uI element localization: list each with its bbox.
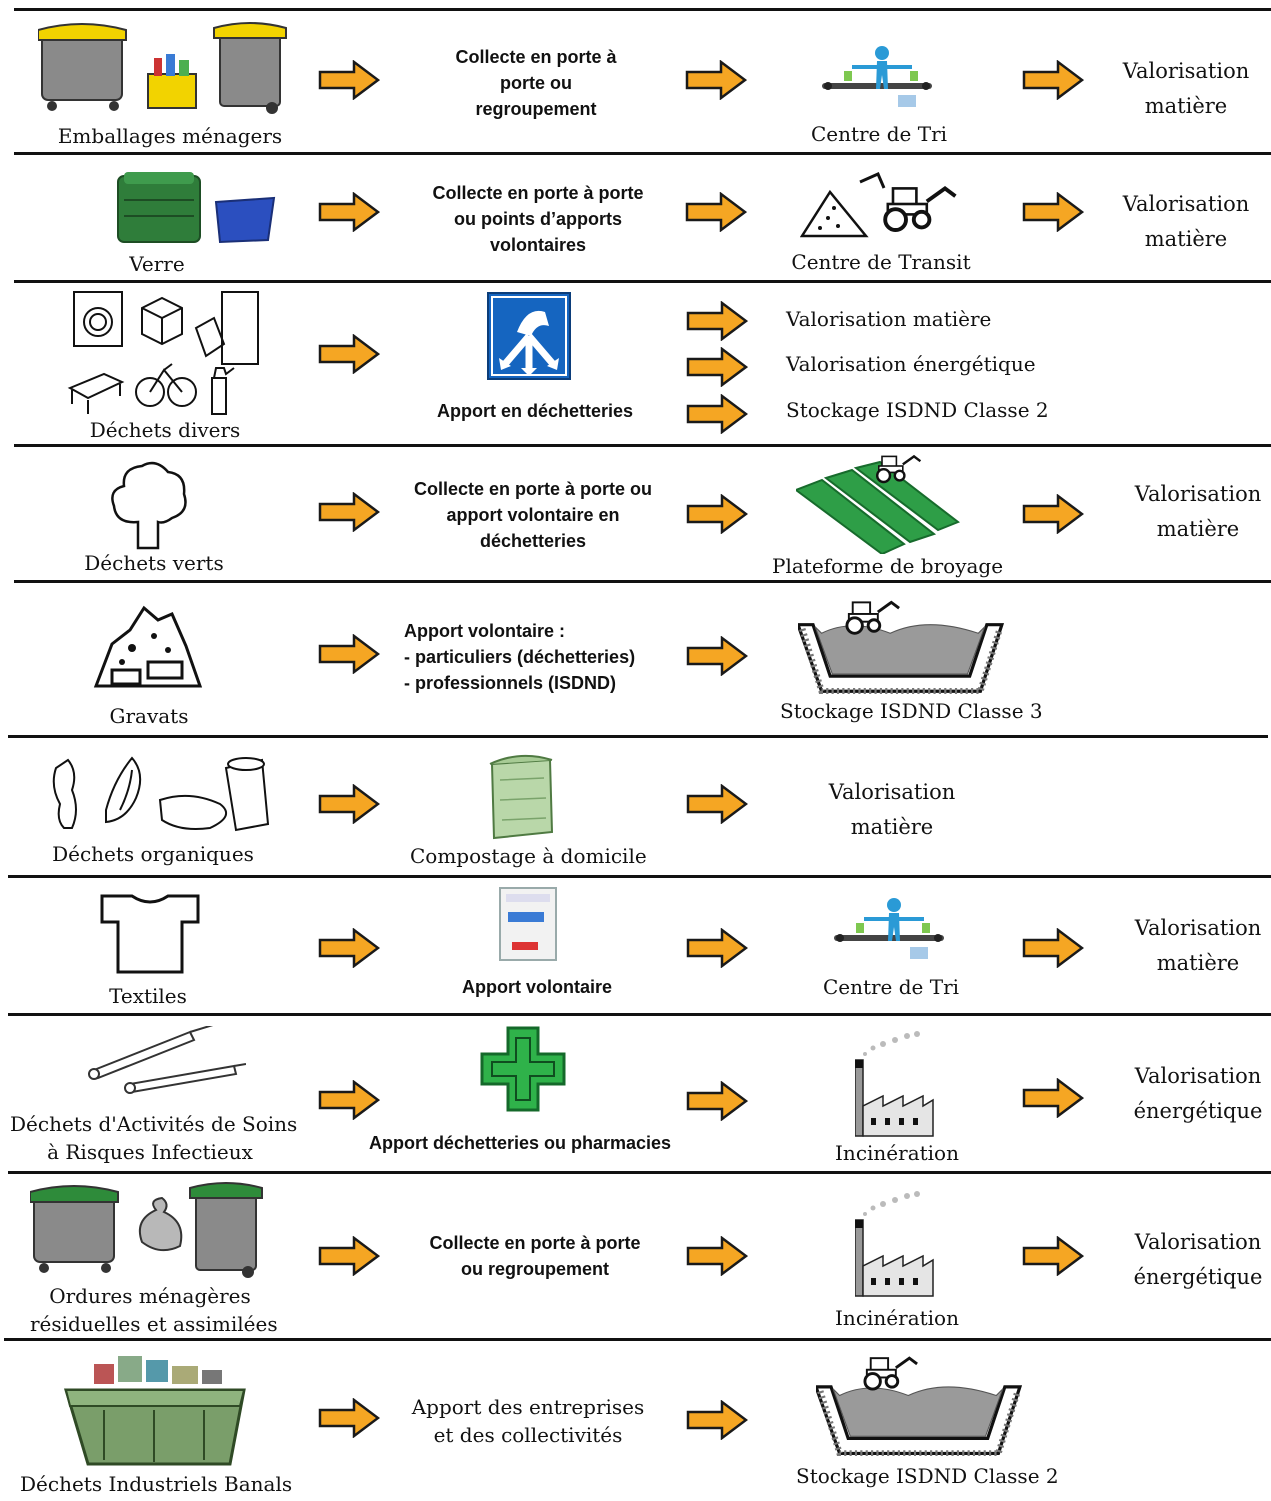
flow-arrow-icon [686, 1400, 748, 1440]
flow-arrow-icon [685, 192, 747, 232]
source-label: Verre [129, 252, 185, 276]
flow-arrow-icon [686, 1236, 748, 1276]
facility-label: Centre de Tri [822, 975, 960, 999]
divider [8, 735, 1268, 738]
collection-method: Apport déchetteries ou pharmacies [368, 1133, 672, 1153]
syringe-icon [88, 1026, 246, 1094]
flow-arrow-icon [1022, 928, 1084, 968]
landfill-icon [816, 1356, 1022, 1456]
recycling-bins-icon [38, 22, 287, 114]
source-label: Emballages ménagers [57, 124, 283, 148]
t-shirt-icon [100, 894, 200, 974]
flow-arrow-icon [1022, 192, 1084, 232]
flow-arrow-icon [686, 301, 748, 341]
flow-arrow-icon [686, 636, 748, 676]
sorting-worker-icon [822, 44, 934, 109]
source-label: Déchets verts [84, 551, 224, 575]
method-label: Compostage à domicile [410, 844, 647, 868]
facility-label: Stockage ISDND Classe 3 [780, 699, 1043, 723]
outcome-label: Valorisation matière [786, 307, 992, 331]
facility-label: Incinération [835, 1141, 959, 1165]
flow-arrow-icon [1022, 1236, 1084, 1276]
facility-label: Centre de Transit [791, 250, 971, 274]
flow-arrow-icon [318, 784, 380, 824]
source-label: Textiles [109, 984, 187, 1008]
flow-arrow-icon [318, 60, 380, 100]
flow-arrow-icon [318, 1236, 380, 1276]
outcome-label: Stockage ISDND Classe 2 [786, 398, 1049, 422]
flow-arrow-icon [686, 928, 748, 968]
pharmacy-cross-icon [480, 1026, 566, 1112]
shredding-platform-icon [796, 455, 960, 554]
rubble-icon [93, 605, 203, 688]
transit-loader-icon [800, 172, 958, 238]
divider [14, 8, 1271, 11]
facility-label: Stockage ISDND Classe 2 [796, 1464, 1059, 1488]
flow-arrow-icon [1022, 1078, 1084, 1118]
flow-arrow-icon [686, 494, 748, 534]
flow-arrow-icon [686, 347, 748, 387]
landfill-icon [798, 600, 1004, 694]
source-label: Gravats [109, 704, 189, 728]
divider [8, 1171, 1271, 1174]
incinerator-icon [855, 1030, 934, 1137]
source-label: Déchets divers [89, 418, 241, 442]
flow-arrow-icon [318, 1398, 380, 1438]
source-label: Déchets Industriels Banals [20, 1472, 293, 1496]
flow-arrow-icon [318, 192, 380, 232]
collection-method: Apport en déchetteries [436, 401, 634, 421]
outcome-label: Valorisation énergétique [786, 352, 1036, 376]
skip-container-icon [64, 1356, 246, 1466]
flow-arrow-icon [685, 60, 747, 100]
flow-arrow-icon [1022, 60, 1084, 100]
flow-arrow-icon [318, 334, 380, 374]
flow-arrow-icon [318, 928, 380, 968]
collection-method: Apport volontaire :- particuliers (déche… [404, 621, 636, 693]
divider [14, 444, 1271, 447]
flow-arrow-icon [686, 784, 748, 824]
flow-arrow-icon [318, 492, 380, 532]
food-scraps-icon [52, 756, 270, 832]
flow-arrow-icon [318, 1080, 380, 1120]
glass-container-icon [117, 172, 276, 244]
divider [14, 580, 1271, 583]
bulky-waste-icon [67, 291, 259, 415]
facility-label: Incinération [835, 1306, 959, 1330]
divider [14, 280, 1271, 283]
source-label: Déchets organiques [52, 842, 254, 866]
incinerator-icon [855, 1190, 934, 1297]
tree-icon [111, 461, 187, 550]
flow-arrow-icon [686, 394, 748, 434]
divider [8, 875, 1271, 878]
divider [8, 1013, 1271, 1016]
facility-label: Centre de Tri [810, 122, 948, 146]
flow-arrow-icon [1022, 494, 1084, 534]
collection-method: Apport volontaire [461, 977, 612, 997]
composter-icon [489, 754, 554, 840]
flow-arrow-icon [318, 634, 380, 674]
divider [14, 152, 1271, 155]
recycling-centre-sign-icon [487, 292, 571, 380]
divider [4, 1338, 1271, 1341]
sorting-worker-icon [834, 896, 946, 961]
facility-label: Plateforme de broyage [772, 554, 1004, 578]
household-bins-icon [30, 1182, 263, 1278]
flow-arrow-icon [686, 1081, 748, 1121]
textile-container-icon [499, 887, 557, 961]
